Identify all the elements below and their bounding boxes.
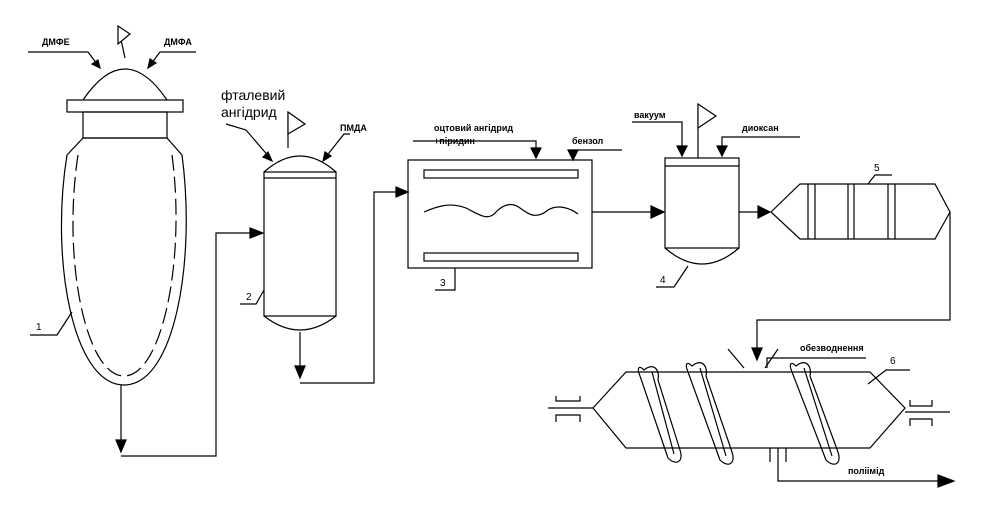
vent-arrow-icon	[697, 102, 718, 158]
feed-dmfa: ДМФА	[147, 37, 196, 70]
feed-benzene: бензол	[567, 136, 622, 162]
vessel-2	[263, 110, 337, 331]
unit-5-dryer	[770, 183, 951, 240]
vessel-1-jacket	[72, 154, 177, 377]
label-vacuum: вакуум	[634, 110, 666, 120]
vessel-4-bottom-head	[664, 247, 740, 265]
vessel-2-bottom-head	[263, 315, 337, 331]
leader-1	[30, 311, 73, 336]
unit-6-body	[592, 371, 906, 449]
leader-5	[867, 174, 892, 185]
label-dmfe: ДМФЕ	[42, 37, 70, 47]
unit-6-screw-extruder	[548, 348, 950, 465]
vent-arrow-icon	[117, 24, 132, 59]
number-5: 5	[874, 163, 880, 174]
label-dioxane: диоксан	[742, 123, 779, 133]
feed-dioxane: диоксан	[716, 123, 800, 158]
pipe-4-to-5	[739, 205, 772, 219]
number-6: 6	[890, 356, 896, 367]
leader-3	[435, 268, 456, 291]
unit-3-film-casting	[407, 159, 593, 269]
vessel-4	[664, 102, 740, 265]
unit-3-lower-roller	[423, 252, 579, 262]
vessel-4-body	[664, 157, 740, 249]
product-output-polyimide: поліімід	[777, 448, 956, 488]
shaft-right	[905, 400, 950, 426]
number-2: 2	[246, 292, 252, 303]
number-3: 3	[440, 278, 446, 289]
label-phthalic-anhydride-line1: фталевий	[221, 87, 285, 103]
shaft-left	[548, 396, 593, 422]
number-1: 1	[36, 322, 42, 333]
pipe-2-to-3	[294, 186, 410, 384]
vessel-2-top-head	[263, 155, 337, 173]
leader-2	[240, 289, 265, 305]
number-4: 4	[660, 275, 666, 286]
label-benzene: бензол	[572, 136, 604, 146]
label-polyimide: поліімід	[848, 466, 885, 476]
feed-acetic-anhydride: оцтовий ангідрид +піридин	[413, 123, 542, 160]
vent-arrow-icon	[287, 110, 307, 148]
unit-5-body	[770, 183, 951, 240]
leader-4	[656, 265, 689, 288]
unit-3-upper-roller	[423, 169, 579, 179]
feed-vacuum: вакуум	[632, 110, 688, 158]
feed-dmfe: ДМФЕ	[28, 37, 101, 70]
label-phthalic-anhydride-line2: ангідрид	[221, 104, 277, 120]
pipe-5-to-6	[751, 212, 951, 362]
label-dmfa: ДМФА	[164, 37, 192, 47]
leader-6	[867, 369, 910, 385]
vessel-1-flange	[66, 99, 184, 113]
label-acetic-anhydride-line2: +піридин	[434, 136, 475, 146]
outlet-nozzle	[769, 448, 787, 462]
pipe-3-to-4	[592, 205, 666, 219]
unit-3-film-wave	[423, 203, 579, 218]
vessel-1-body	[60, 137, 187, 386]
label-acetic-anhydride-line1: оцтовий ангідрид	[434, 123, 513, 133]
label-dehydration: обезводнення	[800, 343, 864, 353]
dehydration-connection: обезводнення	[766, 343, 866, 368]
label-pmda: ПМДА	[340, 123, 367, 133]
pipe-1-to-2	[115, 227, 265, 457]
vessel-2-body	[263, 171, 337, 317]
unit-6-hopper-left	[727, 348, 745, 369]
vessel-1-reactor	[60, 24, 187, 386]
unit-3-housing	[407, 159, 593, 269]
feed-phthalic-anhydride	[225, 123, 274, 163]
screw-flights	[637, 362, 840, 465]
vessel-1-dome	[82, 68, 168, 101]
vessel-1-neck	[82, 111, 168, 139]
feed-pmda: ПМДА	[322, 123, 367, 163]
